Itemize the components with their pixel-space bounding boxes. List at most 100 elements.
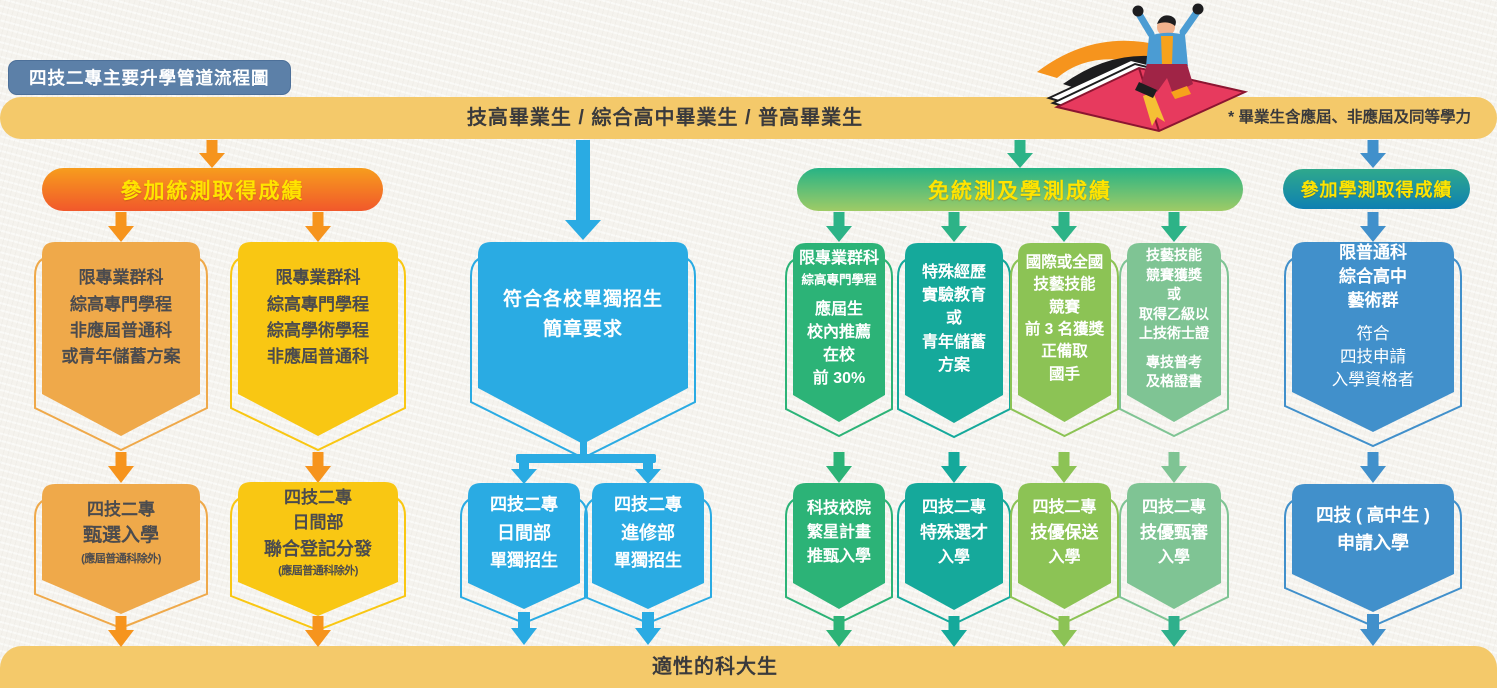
box-gsat-admission: 四技 ( 高中生 ) 申請入學 <box>1284 484 1462 628</box>
flow-arrow <box>305 452 331 483</box>
box-line: 限專業群科 <box>275 268 361 288</box>
box-line: 取得乙級以 <box>1139 305 1209 322</box>
box-line-part: 計畫 <box>839 524 872 541</box>
flow-arrow <box>941 452 967 483</box>
flow-arrow <box>1051 616 1077 647</box>
box-line: 或 <box>1167 286 1181 303</box>
box-line: 國際或全國 <box>1025 253 1104 271</box>
box-line: 競賽 <box>1048 298 1080 316</box>
box-admission-cont-independent: 四技二專 進修部 單獨招生 <box>584 483 712 625</box>
box-line: 在校 <box>822 347 855 365</box>
box-line: 正備取 <box>1041 343 1088 361</box>
box-eligibility-baosong: 國際或全國 技藝技能 競賽 前 3 名獲獎 正備取 國手 <box>1010 243 1119 438</box>
flow-arrow <box>199 140 225 168</box>
box-eligibility-a: 限專業群科 綜高專門學程 非應屆普通科 或青年儲蓄方案 <box>34 242 208 452</box>
box-line: 四技二專 <box>490 495 558 515</box>
box-eligibility-b: 限專業群科 綜高專門學程 綜高學術學程 非應屆普通科 <box>230 242 406 452</box>
box-line: 日間部 <box>497 522 551 543</box>
box-line: 入學資格者 <box>1331 371 1415 390</box>
box-line: 上技術士證 <box>1139 325 1209 342</box>
flow-arrow <box>1161 616 1187 647</box>
top-banner-label: 技高畢業生 / 綜合高中畢業生 / 普高畢業生 <box>466 107 864 129</box>
box-line: 國手 <box>1048 365 1080 383</box>
box-line: 四技二專 <box>87 499 155 519</box>
box-line: 綜高專門學程 <box>801 272 877 287</box>
box-line: 聯合登記分發 <box>264 538 372 559</box>
flow-arrow <box>1007 140 1033 168</box>
box-line: 四技二專 <box>614 495 682 515</box>
box-line: 實驗教育 <box>921 287 986 305</box>
flow-arrow <box>565 140 601 240</box>
box-line: 進修部 <box>621 522 675 543</box>
box-line: 申請入學 <box>1337 532 1409 553</box>
header-unified-exam: 參加統測取得成績 <box>42 168 383 211</box>
header-gsat: 參加學測取得成績 <box>1283 169 1470 209</box>
box-line: 符合 <box>1356 324 1390 343</box>
flow-arrow <box>108 616 134 647</box>
page-title: 四技二專主要升學管道流程圖 <box>8 60 291 95</box>
box-line: 四技申請 <box>1340 347 1406 366</box>
flow-arrow <box>826 452 852 483</box>
box-line-em: 繁星 <box>806 524 839 541</box>
box-admission-day-independent: 四技二專 日間部 單獨招生 <box>460 483 588 625</box>
box-eligibility-zhenshen: 技藝技能 競賽獲獎 或 取得乙級以 上技術士證 專技普考 及格證書 <box>1119 243 1229 438</box>
box-line: 四技二專 <box>1141 499 1206 517</box>
flow-arrow <box>1360 212 1386 242</box>
flying-book-illustration <box>1035 0 1250 133</box>
box-line: 繁星計畫 <box>807 521 871 545</box>
box-eligibility-special: 特殊經歷 實驗教育 或 青年儲蓄 方案 <box>897 243 1011 439</box>
box-line: 綜高專門學程 <box>70 294 172 314</box>
box-line: 入學 <box>1048 548 1081 566</box>
box-line: 或青年儲蓄方案 <box>61 347 181 367</box>
flow-arrow <box>826 616 852 647</box>
box-line: 技藝技能 <box>1033 276 1096 294</box>
flow-arrow <box>1360 614 1386 646</box>
box-line: 特殊經歷 <box>921 264 986 282</box>
flow-arrow <box>108 452 134 483</box>
box-line: 單獨招生 <box>490 551 558 571</box>
box-line: 符合各校單獨招生 <box>502 288 663 310</box>
box-gsat-eligibility: 限普通科 綜合高中 藝術群 符合 四技申請 入學資格者 <box>1284 242 1462 448</box>
box-line: 藝術群 <box>1347 291 1399 311</box>
header-exam-free: 免統測及學測成績 <box>797 168 1243 211</box>
flow-arrow <box>635 612 661 645</box>
flow-arrow <box>1360 452 1386 483</box>
box-line: 限專業群科 <box>798 250 879 268</box>
box-line: 限專業群科 <box>78 268 164 288</box>
box-line: 前 3 名獲獎 <box>1024 321 1105 338</box>
box-line: 四技二專 <box>284 487 352 507</box>
box-line: 科技校院 <box>807 497 871 521</box>
box-line: 推甄入學 <box>806 548 871 565</box>
box-line: 甄選入學 <box>82 525 159 547</box>
header-unified-exam-label: 參加統測取得成績 <box>120 179 305 203</box>
flow-arrow <box>826 212 852 242</box>
flow-arrow <box>511 462 537 484</box>
box-line: 綜合高中 <box>1339 267 1407 287</box>
box-line: 四技 ( 高中生 ) <box>1316 504 1430 525</box>
flow-arrow <box>1161 212 1187 242</box>
flow-arrow <box>941 616 967 647</box>
flow-arrow <box>511 612 537 645</box>
box-admission-liandeng: 四技二專 日間部 聯合登記分發 (應屆普通科除外) <box>230 482 406 632</box>
box-admission-jiyou-zhenshen: 四技二專 技優甄審 入學 <box>1119 483 1229 625</box>
box-line: 入學 <box>937 548 970 566</box>
box-line: 方案 <box>937 356 970 374</box>
box-line: 四技二專 <box>1032 499 1097 517</box>
flow-arrow <box>305 616 331 647</box>
flow-arrow <box>635 462 661 484</box>
box-admission-zhenxuan: 四技二專 甄選入學 (應屆普通科除外) <box>34 484 208 630</box>
box-independent-requirement: 符合各校單獨招生 簡章要求 <box>470 242 696 460</box>
flow-arrow <box>1051 452 1077 483</box>
box-admission-special-talent: 四技二專 特殊選才 入學 <box>897 483 1011 626</box>
box-line: 限普通科 <box>1339 243 1407 263</box>
box-line: 技藝技能 <box>1146 246 1202 263</box>
box-line: 非應屆普通科 <box>70 321 172 340</box>
bottom-banner: 適性的科大生 <box>0 646 1497 688</box>
box-line: 特殊選才 <box>920 523 988 543</box>
flow-arrow <box>108 212 134 242</box>
box-line: (應屆普通科除外) <box>81 552 161 565</box>
flow-arrow <box>1051 212 1077 242</box>
box-line: 或 <box>945 310 962 328</box>
branch-bar <box>516 454 656 463</box>
box-admission-jiyou-baosong: 四技二專 技優保送 入學 <box>1010 483 1119 625</box>
